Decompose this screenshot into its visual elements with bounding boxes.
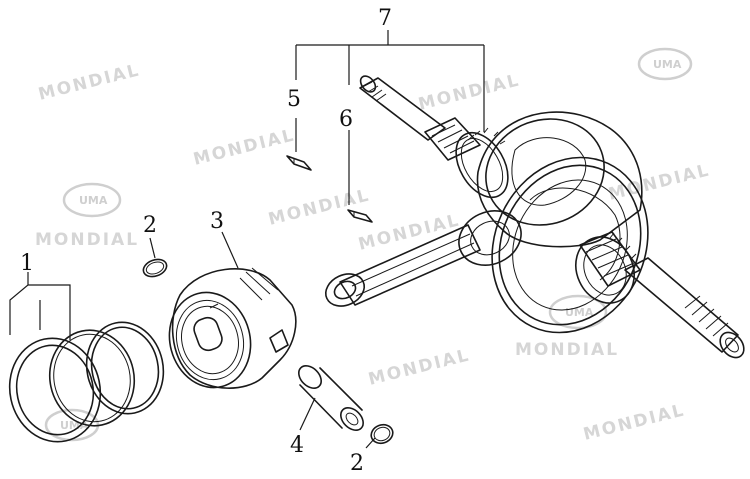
circlip-part-2-top: [142, 258, 168, 278]
watermark-mondial: MONDIAL: [416, 70, 522, 115]
watermark-mondial: MONDIAL: [581, 400, 687, 445]
crankshaft-assembly-part-7: [324, 75, 745, 359]
callout-number-5: 5: [287, 87, 301, 112]
callout-leader-1: [9, 272, 71, 340]
watermark-mondial: MONDIAL: [266, 185, 372, 230]
callout-leader-4: [299, 397, 316, 431]
watermark-mondial: MONDIAL: [356, 210, 462, 255]
callout-number-2b: 2: [350, 451, 364, 476]
callout-leader-3: [221, 231, 239, 269]
callout-leader-7: [295, 30, 485, 132]
woodruff-key-part-5: [286, 155, 312, 171]
callout-number-7: 7: [378, 6, 392, 31]
watermark-mondial: MONDIAL: [35, 230, 139, 250]
callout-number-3: 3: [210, 209, 224, 234]
watermark-mondial: MONDIAL: [36, 60, 142, 105]
watermark-mondial: MONDIAL: [366, 345, 472, 390]
uma-logo-watermark: UMA: [62, 182, 122, 218]
svg-text:UMA: UMA: [60, 419, 89, 432]
piston-pin-part-4: [298, 365, 364, 431]
uma-logo-watermark: UMA: [637, 47, 693, 81]
callout-number-6: 6: [339, 107, 353, 132]
svg-text:UMA: UMA: [653, 58, 682, 71]
svg-text:UMA: UMA: [79, 194, 108, 207]
circlip-part-2-bottom: [370, 423, 394, 445]
watermarks: MONDIAL MONDIAL MONDIAL MONDIAL MONDIAL …: [35, 47, 712, 445]
piston-part-3: [168, 267, 297, 389]
callout-leader-2a: [149, 237, 156, 259]
callout-number-4: 4: [290, 433, 304, 458]
watermark-mondial: MONDIAL: [515, 340, 619, 360]
piston-rings-part-1: [8, 321, 165, 443]
callout-number-2a: 2: [143, 213, 157, 238]
callout-number-1: 1: [20, 251, 34, 276]
woodruff-key-part-6: [347, 209, 373, 223]
watermark-mondial: MONDIAL: [191, 125, 297, 170]
callout-leader-2b: [365, 437, 376, 449]
